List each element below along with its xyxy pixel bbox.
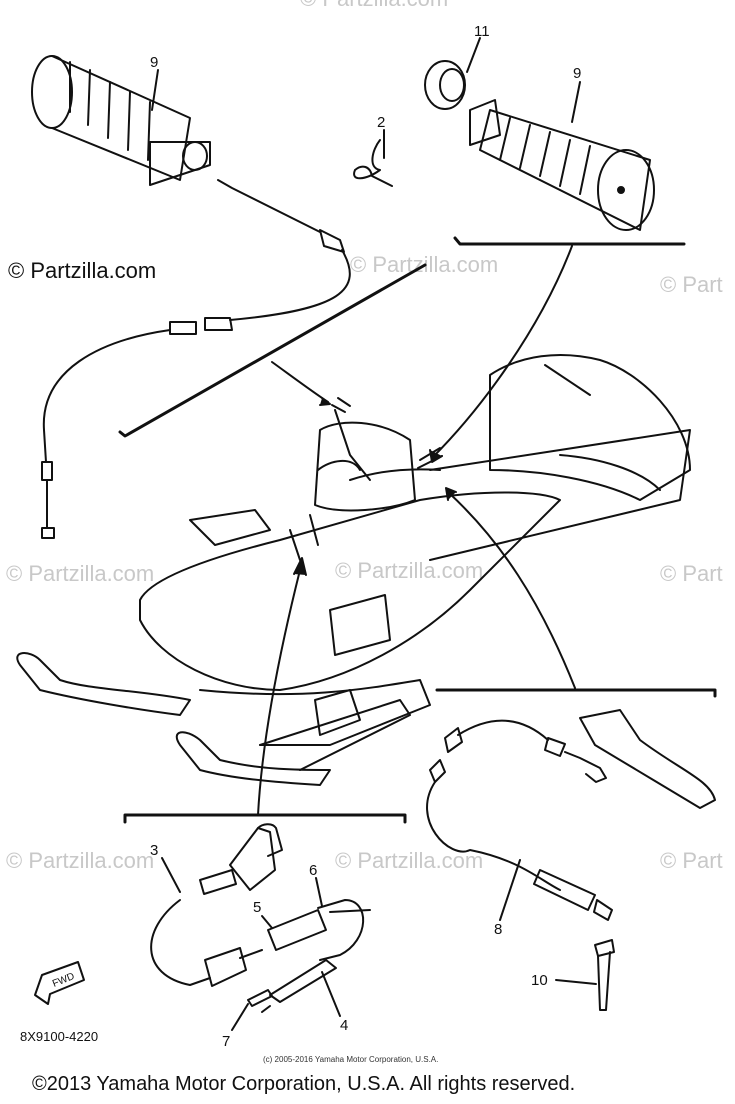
callout-9: 9	[573, 65, 581, 82]
tube-terminal-illustration	[247, 959, 337, 1013]
copyright-small: (c) 2005-2016 Yamaha Motor Corporation, …	[263, 1055, 439, 1064]
watermark: © Part	[660, 848, 723, 873]
fwd-label: FWD	[51, 971, 76, 990]
callout-8: 8	[494, 921, 502, 938]
watermark: © Partzilla.com	[6, 561, 155, 586]
callout-10: 10	[531, 972, 548, 989]
fwd-arrow	[34, 961, 85, 1005]
callout-7: 7	[222, 1033, 230, 1050]
watermark: © Part	[660, 272, 723, 297]
band-illustration	[594, 939, 615, 1011]
part-code: 8X9100-4220	[20, 1029, 99, 1044]
switch-cable-illustration	[150, 823, 283, 987]
callout-4: 4	[340, 1017, 348, 1034]
connector-illustration	[267, 899, 371, 961]
grip-right-illustration	[424, 60, 655, 231]
throttle-cable-illustration	[41, 179, 351, 539]
snowmobile-illustration	[16, 354, 691, 786]
callout-9: 9	[150, 54, 158, 71]
watermark: © Part	[660, 561, 723, 586]
copyright-main: ©2013 Yamaha Motor Corporation, U.S.A. A…	[32, 1073, 576, 1095]
clip-illustration	[353, 139, 393, 187]
watermark-strong: © Partzilla.com	[8, 258, 157, 283]
brake-cable-illustration	[426, 709, 716, 921]
callout-5: 5	[253, 899, 261, 916]
callout-6: 6	[309, 862, 317, 879]
callout-11: 11	[474, 23, 490, 40]
watermark: © Partzilla.com	[6, 848, 155, 873]
grip-left-illustration	[31, 55, 211, 186]
watermark: © Partzilla.com	[300, 0, 448, 12]
watermark: © Partzilla.com	[335, 848, 484, 873]
callout-2: 2	[377, 114, 385, 131]
watermark: © Partzilla.com	[335, 558, 484, 583]
callout-3: 3	[150, 842, 158, 859]
